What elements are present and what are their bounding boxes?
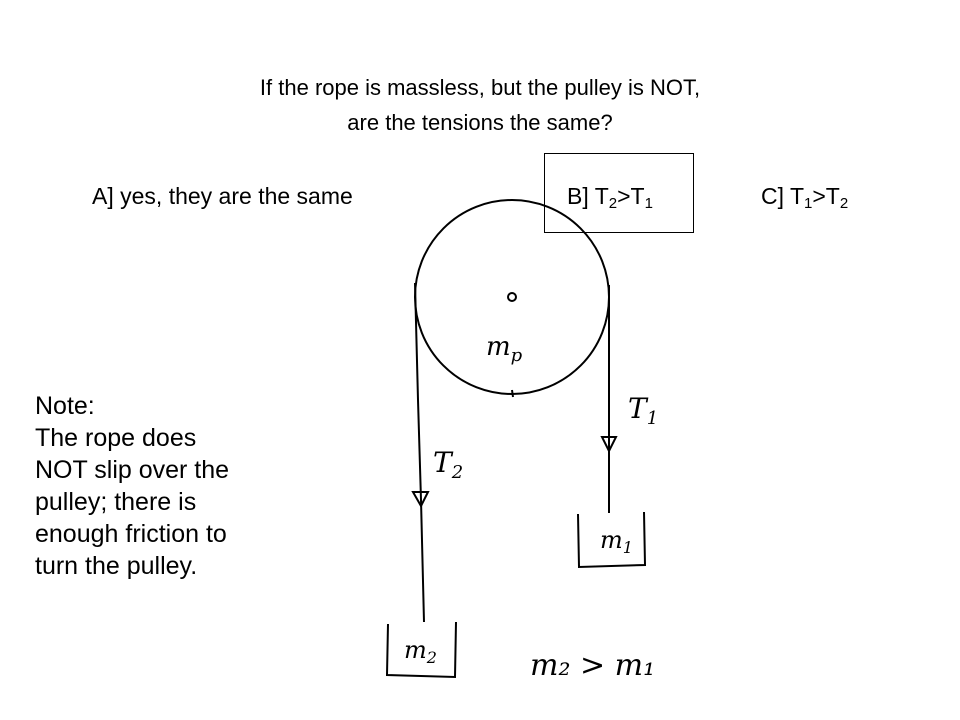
choice-b-mid: >T (617, 183, 645, 209)
note-line: NOT slip over the (35, 456, 230, 484)
pulley-bottom-tick (511, 389, 514, 398)
tension-arrow-right (600, 436, 618, 454)
tension-arrow-left (411, 491, 430, 509)
note-block: Note: The rope does NOT slip over the pu… (35, 390, 295, 582)
question-line-1: If the rope is massless, but the pulley … (259, 75, 701, 100)
mass-box-right (577, 511, 647, 569)
choice-c-sub2: 2 (839, 195, 849, 212)
choice-b-prefix: B] T (567, 183, 609, 209)
choice-c[interactable]: C] T1>T2 (761, 182, 849, 212)
mass-relation-label: m₂ > m₁ (530, 648, 655, 683)
choice-b-sub1: 2 (608, 195, 618, 212)
note-line: Note: (35, 392, 95, 420)
choice-c-sub1: 1 (804, 195, 813, 212)
mass-left-label: m2 (404, 636, 437, 667)
choice-c-mid: >T (812, 183, 840, 209)
question-line-2: are the tensions the same? (347, 110, 613, 135)
choice-b-sub2: 1 (644, 195, 653, 212)
tension-left-label: T2 (433, 446, 463, 483)
note-line: The rope does (35, 424, 197, 452)
choice-c-prefix: C] T (761, 183, 805, 209)
note-line: enough friction to (35, 520, 227, 548)
selected-answer-box (544, 153, 694, 233)
choice-b[interactable]: B] T2>T1 (567, 182, 653, 212)
pulley-mass-label: mp (486, 332, 523, 366)
choice-a[interactable]: A] yes, they are the same (92, 183, 353, 209)
mass-right-label: m1 (600, 526, 633, 557)
pulley-axle (507, 292, 517, 302)
mass-box-left (385, 621, 457, 679)
note-line: pulley; there is (35, 488, 197, 516)
tension-right-label: T1 (628, 392, 658, 429)
left-rope (414, 282, 425, 623)
note-line: turn the pulley. (35, 552, 198, 580)
